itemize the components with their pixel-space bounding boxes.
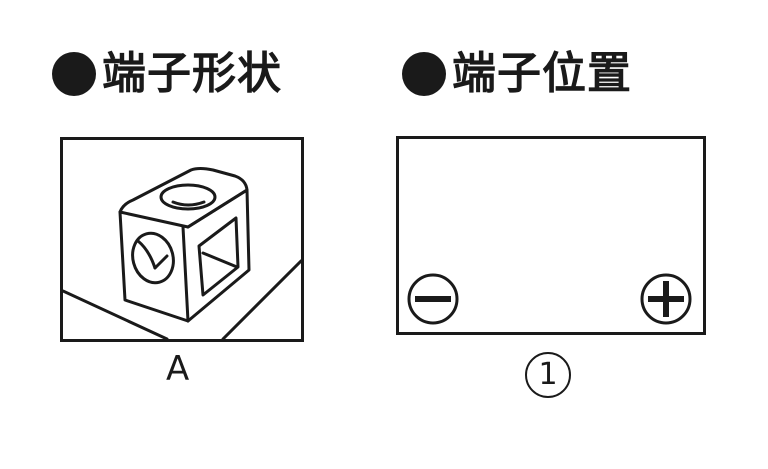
position-number: 1	[538, 357, 558, 392]
bullet-icon	[402, 52, 446, 96]
terminal-shape-panel	[60, 137, 304, 342]
terminal-position-panel	[396, 136, 706, 335]
terminal-position-caption: 1	[525, 352, 571, 398]
terminal-position-title: 端子位置	[452, 48, 632, 99]
terminal-shape-heading: 端子形状	[52, 46, 282, 102]
terminal-shape-title: 端子形状	[102, 48, 282, 99]
plus-circle-icon	[640, 273, 692, 325]
terminal-shape-caption: A	[166, 349, 190, 389]
terminal-position-heading: 端子位置	[402, 46, 632, 102]
minus-circle-icon	[407, 273, 459, 325]
bullet-icon	[52, 52, 96, 96]
cube-terminal-icon	[63, 167, 301, 339]
